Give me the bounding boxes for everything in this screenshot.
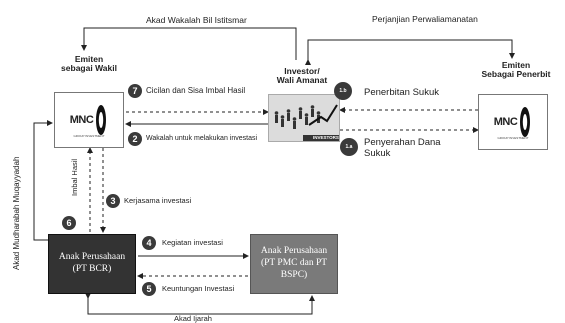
step-6-label: Imbal Hasil	[70, 158, 79, 196]
step-1a-badge: 1.a	[340, 138, 358, 156]
step-5-label: Keuntungan Investasi	[162, 284, 235, 293]
mudharabah-line	[33, 120, 53, 243]
step-2-badge: 2	[128, 132, 142, 146]
akad-wakalah-label: Akad Wakalah Bil Istitsmar	[146, 15, 247, 25]
mnc-logo-text: MNC	[69, 114, 94, 126]
step-1a-label: Penyerahan Dana Sukuk	[364, 137, 441, 159]
anak-pmc-label: Anak Perusahaan (PT PMC dan PT BSPC)	[260, 246, 328, 280]
step-3-badge: 3	[106, 194, 120, 208]
perjanjian-line	[305, 39, 515, 65]
step-2-label: Wakalah untuk melakukan investasi	[146, 135, 258, 142]
mnc-emblem-icon	[520, 107, 531, 137]
step-6-badge: 6	[62, 216, 76, 230]
mudharabah-label: Akad Mudharabah Muqayyadah	[12, 156, 21, 270]
perjanjian-label: Perjanjian Perwaliamanatan	[372, 14, 478, 24]
emiten-penerbit-title: Emiten Sebagai Penerbit	[481, 60, 551, 80]
akad-wakalah-line	[81, 27, 297, 60]
chess-investors-icon	[269, 95, 339, 141]
step-1b-badge: 1.b	[334, 82, 352, 100]
ijarah-label: Akad Ijarah	[172, 314, 214, 323]
step-4-label: Kegiatan investasi	[162, 238, 223, 247]
investor-title: Investor/ Wali Amanat	[276, 66, 328, 86]
emiten-wakil-logo: MNC GROUP INVESTMENT	[54, 92, 124, 148]
mnc-logo-subtitle: GROUP INVESTMENT	[73, 134, 105, 138]
step-5-badge: 5	[142, 282, 156, 296]
step-7-badge: 7	[128, 84, 142, 98]
ijarah-line	[85, 293, 315, 315]
step-1b-label: Penerbitan Sukuk	[364, 87, 439, 98]
emiten-penerbit-logo: MNC GROUP INVESTMENT	[478, 94, 548, 150]
anak-perusahaan-bcr-box: Anak Perusahaan (PT BCR)	[48, 234, 136, 294]
step-4-badge: 4	[142, 236, 156, 250]
anak-perusahaan-pmc-box: Anak Perusahaan (PT PMC dan PT BSPC)	[250, 234, 338, 294]
emiten-wakil-title: Emiten sebagai Wakil	[61, 54, 117, 74]
mnc-emblem-icon	[96, 105, 107, 135]
anak-bcr-label: Anak Perusahaan (PT BCR)	[58, 252, 126, 274]
investors-image: INVESTORS	[268, 94, 340, 142]
mnc-logo-subtitle: GROUP INVESTMENT	[497, 136, 529, 140]
step-7-label: Cicilan dan Sisa Imbal Hasil	[146, 86, 246, 95]
investors-caption: INVESTORS	[313, 135, 339, 140]
step-3-label: Kerjasama investasi	[124, 196, 192, 205]
mnc-logo-text: MNC	[493, 116, 518, 128]
